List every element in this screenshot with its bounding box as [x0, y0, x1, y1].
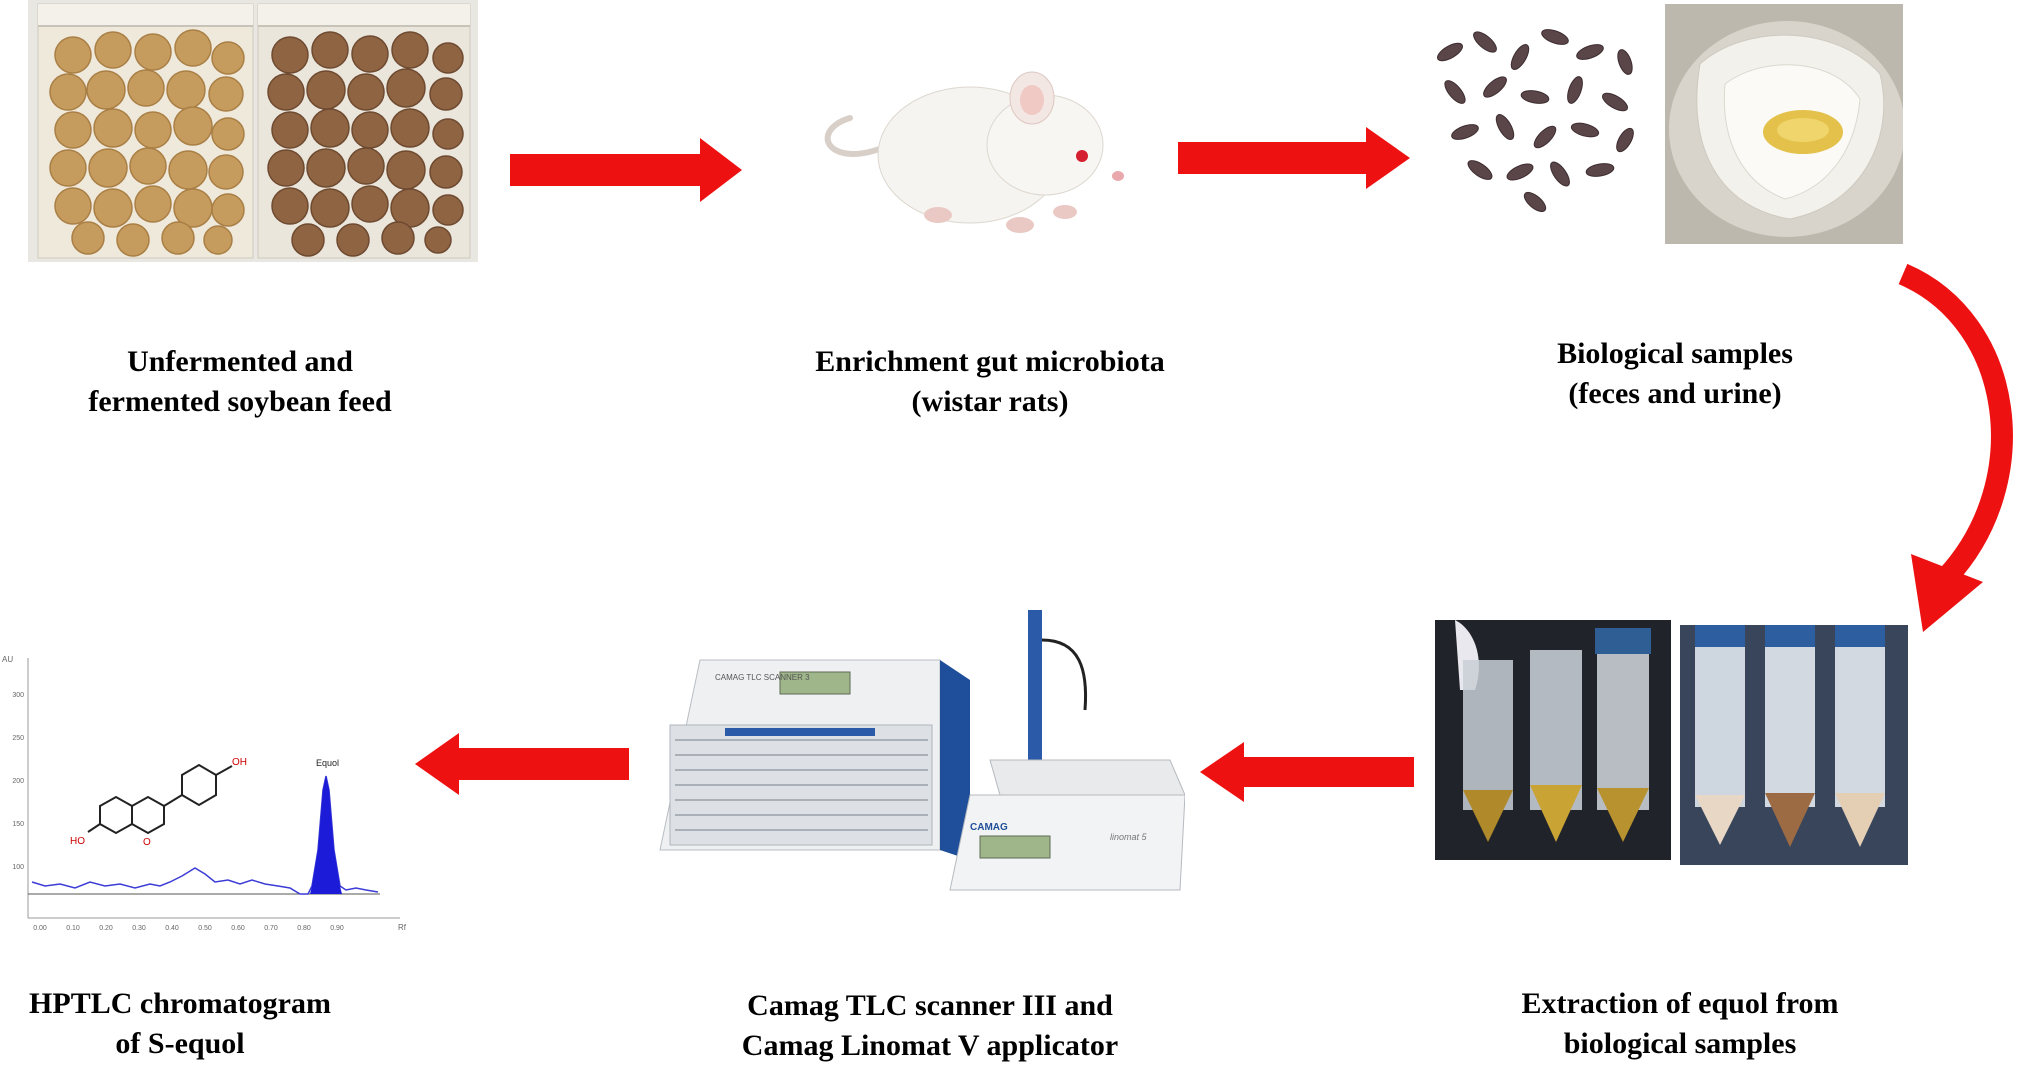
x-tick: 0.30 [132, 925, 146, 932]
caption-rats: Enrichment gut microbiota (wistar rats) [770, 342, 1210, 422]
arrow-instruments-to-chromatogram [415, 733, 629, 795]
caption-line: Extraction of equol from [1521, 987, 1839, 1020]
x-tick: 0.10 [66, 925, 80, 932]
caption-chromatogram: HPTLC chromatogram of S-equol [0, 984, 360, 1064]
urine-filter-photo [1665, 4, 1903, 244]
y-unit-label: AU [2, 655, 13, 664]
y-tick: 300 [12, 692, 24, 699]
arrow-feed-to-rats [510, 138, 742, 202]
ho-label: HO [70, 836, 85, 847]
scanner-brand-label: CAMAG TLC SCANNER 3 [715, 673, 810, 682]
extraction-tubes-photo-1 [1435, 620, 1671, 860]
arrow-rats-to-samples [1178, 127, 1410, 189]
caption-line: Camag Linomat V applicator [741, 1029, 1119, 1062]
applicator-brand-label: CAMAG [970, 822, 1008, 833]
caption-line: Unfermented and [127, 345, 353, 378]
caption-samples: Biological samples (feces and urine) [1480, 334, 1870, 414]
x-tick: 0.80 [297, 925, 311, 932]
arrow-extraction-to-instruments [1200, 742, 1414, 802]
x-tick: 0.70 [264, 925, 278, 932]
equol-peak [310, 776, 342, 894]
caption-instruments: Camag TLC scanner III and Camag Linomat … [710, 986, 1150, 1066]
ring-oxygen-label: O [143, 837, 151, 848]
equol-structure [87, 763, 233, 835]
hptlc-chromatogram: AU Rf 300 250 200 150 100 50 0.00 0.10 0… [0, 650, 410, 940]
camag-instruments-image: CAMAG TLC SCANNER 3 CAMAG linomat 5 [640, 600, 1185, 900]
y-tick: 150 [12, 821, 24, 828]
wistar-rat-image [820, 30, 1140, 255]
caption-feed: Unfermented and fermented soybean feed [40, 342, 440, 422]
applicator-model-label: linomat 5 [1110, 832, 1148, 842]
x-tick: 0.90 [330, 925, 344, 932]
extraction-tubes-photo-2 [1680, 625, 1908, 865]
x-tick: 0.40 [165, 925, 179, 932]
x-unit-label: Rf [398, 923, 407, 932]
caption-line: Biological samples [1557, 337, 1793, 370]
caption-line: Enrichment gut microbiota [815, 345, 1165, 378]
x-tick: 0.60 [231, 925, 245, 932]
y-tick: 250 [12, 735, 24, 742]
y-tick: 200 [12, 778, 24, 785]
x-tick: 0.20 [99, 925, 113, 932]
caption-line: fermented soybean feed [88, 385, 392, 418]
caption-line: Camag TLC scanner III and [747, 989, 1113, 1022]
caption-line: biological samples [1563, 1027, 1797, 1060]
peak-label: Equol [316, 758, 339, 768]
caption-extraction: Extraction of equol from biological samp… [1475, 984, 1885, 1064]
x-tick: 0.00 [33, 925, 47, 932]
soybean-feed-photo [28, 0, 478, 262]
feces-photo [1425, 12, 1645, 212]
caption-line: of S-equol [115, 1027, 245, 1060]
oh-label: OH [232, 757, 247, 768]
curved-arrow-samples-to-extraction [1898, 263, 2013, 632]
caption-line: HPTLC chromatogram [29, 987, 331, 1020]
caption-line: (wistar rats) [911, 385, 1069, 418]
x-tick: 0.50 [198, 925, 212, 932]
caption-line: (feces and urine) [1568, 377, 1782, 410]
y-tick: 100 [12, 864, 24, 871]
